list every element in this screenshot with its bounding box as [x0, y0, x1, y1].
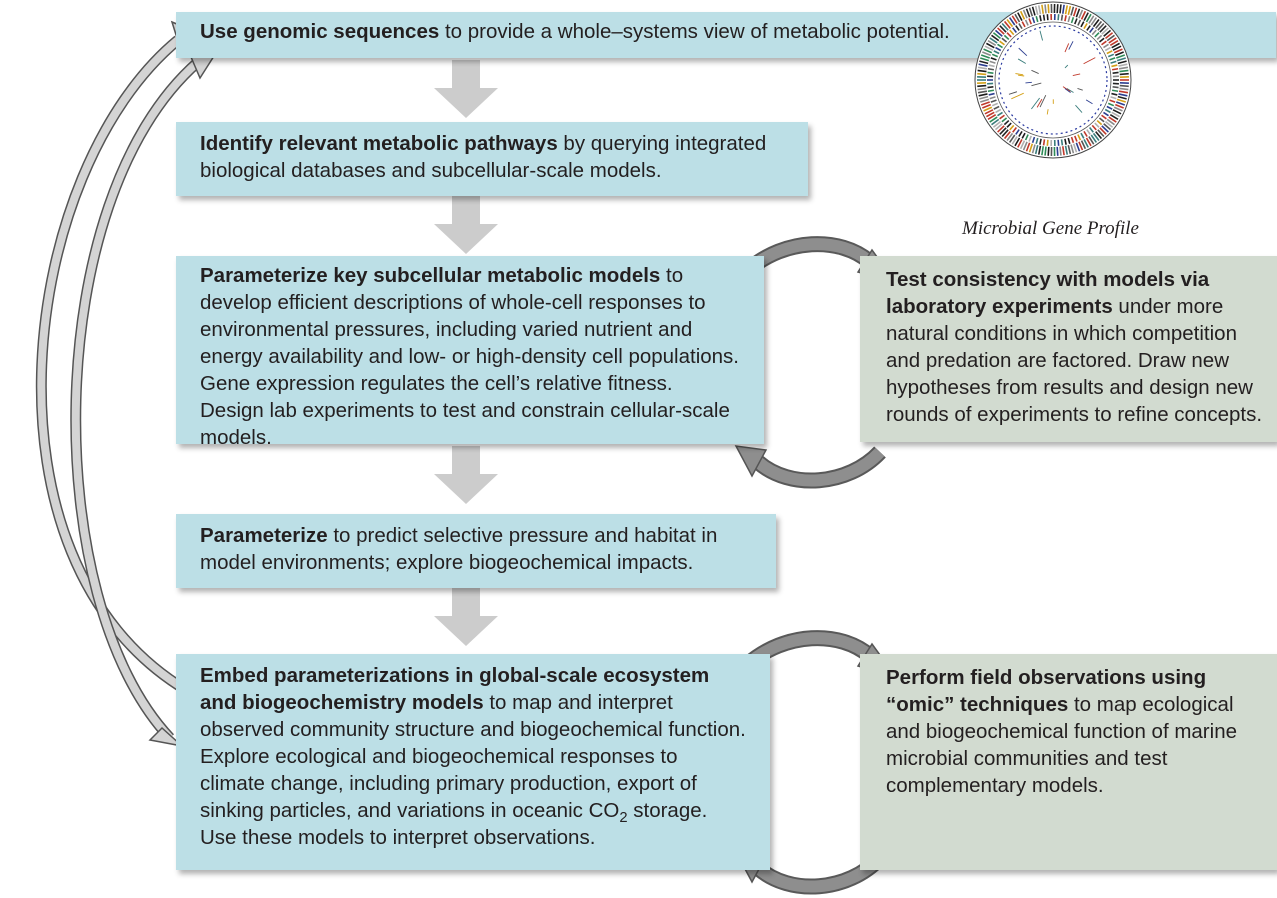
side-field-observations: Perform field observations using “omic” … [860, 654, 1277, 870]
step-parameterize-subcellular: Parameterize key subcellular metabolic m… [176, 256, 764, 449]
side-1-text: under more natural conditions in which c… [886, 295, 1263, 426]
left-loop-arrowhead-bottom [148, 726, 185, 748]
genome-outer-ring [977, 3, 1129, 157]
side-2-bold: Perform field observations using “omic” … [886, 666, 1207, 716]
side-lab-experiments: Test consistency with models via laborat… [860, 256, 1277, 442]
step-4-bold: Parameterize [200, 524, 328, 547]
step-identify-pathways: Identify relevant metabolic pathways by … [176, 122, 808, 196]
step-3-bold: Parameterize key subcellular metabolic m… [200, 264, 661, 287]
step-5-text-end: storage. Use these models to interpret o… [200, 799, 708, 849]
down-arrow-1 [434, 60, 498, 118]
left-feedback-arrows [35, 20, 216, 748]
step-2-bold: Identify relevant metabolic pathways [200, 132, 558, 155]
circular-genome-map-icon [974, 1, 1132, 159]
gene-profile-caption: Microbial Gene Profile [962, 218, 1139, 239]
down-arrow-3 [434, 446, 498, 504]
step-embed-parameterizations: Embed parameterizations in global-scale … [176, 654, 770, 870]
cycle-arrowhead-bottom-1 [734, 445, 768, 478]
side-2-text: to map ecological and biogeochemical fun… [886, 693, 1237, 797]
step-1-bold: Use genomic sequences [200, 20, 440, 43]
down-arrows [434, 60, 498, 646]
down-arrow-2 [434, 196, 498, 254]
step-4-text: to predict selective pressure and habita… [200, 524, 718, 574]
step-parameterize-habitat: Parameterize to predict selective pressu… [176, 514, 776, 588]
step-3-text: to develop efficient descriptions of who… [200, 264, 739, 449]
genome-inner-ring [987, 14, 1119, 146]
step-1-text: to provide a whole–systems view of metab… [439, 20, 950, 43]
genome-inner-marks [1008, 30, 1096, 115]
step-5-subscript: 2 [619, 810, 628, 827]
step-2-text: by querying integrated biological databa… [200, 132, 767, 182]
left-loop-arrow-outer [35, 35, 189, 695]
step-5-text: to map and interpret observed community … [200, 691, 746, 822]
step-5-bold: Embed parameterizations in global-scale … [200, 664, 710, 714]
side-1-bold: Test consistency with models via laborat… [886, 268, 1210, 318]
down-arrow-4 [434, 588, 498, 646]
